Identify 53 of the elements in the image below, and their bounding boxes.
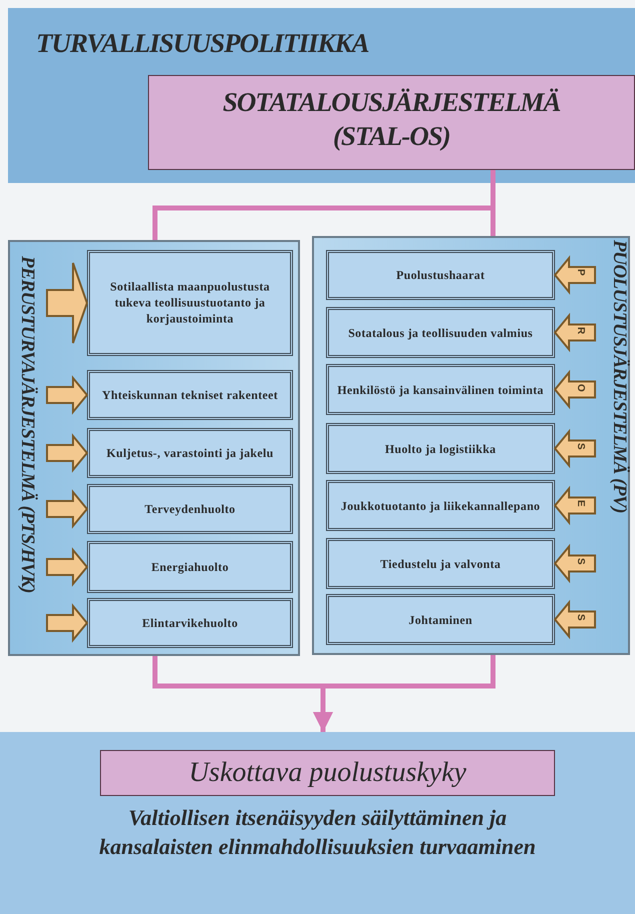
box-label: Terveydenhuolto — [144, 500, 236, 518]
outcome-band — [0, 732, 635, 914]
function-box — [87, 428, 293, 478]
system-panel — [312, 236, 630, 655]
block-arrow — [554, 486, 596, 526]
block-arrow — [554, 255, 596, 295]
function-box — [326, 538, 555, 589]
outcome-text: Valtiollisen itsenäisyyden säilyttäminen ja kansalaisten elinmahdollisuuksien turvaaminen — [98, 804, 537, 861]
block-arrow — [554, 600, 596, 640]
box-label: Yhteiskunnan tekniset rakenteet — [101, 386, 279, 404]
block-arrow — [46, 433, 88, 473]
function-box — [87, 541, 293, 593]
box-label: Henkilöstö ja kansainvälinen toiminta — [336, 381, 545, 398]
function-box — [326, 364, 555, 415]
box-label: Kuljetus-, varastointi ja jakelu — [106, 444, 274, 462]
panel-title: PERUSTURVAJÄRJESTELMÄ (PTS/HVK) — [16, 256, 38, 595]
policy-band — [8, 8, 635, 183]
block-arrow — [554, 370, 596, 410]
box-label: Sotatalous ja teollisuuden valmius — [347, 324, 534, 341]
box-label: Puolustushaarat — [395, 266, 486, 284]
system-box — [148, 75, 635, 170]
block-arrow — [46, 262, 88, 344]
function-box — [87, 250, 293, 356]
function-box — [326, 480, 555, 531]
function-box — [87, 484, 293, 534]
function-box — [87, 598, 293, 648]
system-title: SOTATALOUSJÄRJESTELMÄ (STAL-OS) — [222, 86, 562, 153]
box-label: Johtaminen — [408, 611, 474, 628]
outcome-box — [100, 750, 555, 796]
edge-label: P — [575, 268, 585, 277]
block-arrow — [554, 312, 596, 352]
block-arrow — [46, 489, 88, 529]
box-label: Energiahuolto — [150, 558, 230, 576]
function-box — [326, 423, 555, 474]
box-label: Elintarvikehuolto — [141, 614, 239, 632]
block-arrow — [46, 603, 88, 643]
function-box — [326, 250, 555, 300]
box-label: Joukkotuotanto ja liikekannallepano — [340, 497, 542, 514]
panel-title: PUOLUSTUSJÄRJESTELMÄ (PV) — [608, 240, 630, 516]
function-box — [326, 594, 555, 645]
outcome-title: Uskottava puolustuskyky — [188, 757, 468, 789]
block-arrow — [554, 428, 596, 468]
block-arrow — [554, 544, 596, 584]
block-arrow — [46, 375, 88, 415]
box-label: Sotilaallista maanpuolustusta tukeva teollisuustuotanto ja korjaustoiminta — [109, 278, 271, 328]
function-box — [87, 370, 293, 420]
box-label: Huolto ja logistiikka — [384, 440, 497, 457]
band-title: TURVALLISUUSPOLITIIKKA — [36, 28, 369, 59]
function-box — [326, 307, 555, 358]
system-panel — [8, 240, 300, 656]
box-label: Tiedustelu ja valvonta — [379, 555, 502, 572]
block-arrow — [46, 547, 88, 587]
edge-label: O — [575, 382, 585, 392]
